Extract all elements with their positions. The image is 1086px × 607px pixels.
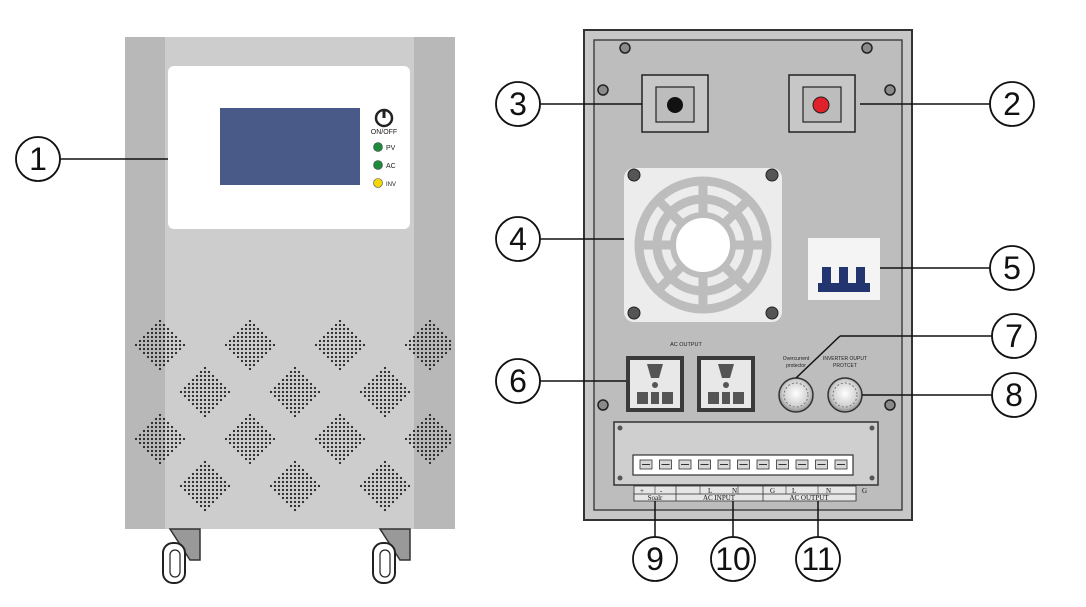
terminal-label-table: + - L N G L N G Soalr AC INPUT AC OUTPUT	[633, 485, 867, 502]
callout-1	[15, 136, 61, 182]
callout-number-6: 6	[509, 363, 527, 399]
left-caster-wheel	[162, 528, 201, 584]
power-button[interactable]	[374, 108, 394, 128]
overcurrent-label-2: protector	[786, 363, 806, 369]
ac-socket-left[interactable]	[626, 356, 684, 412]
led-label-ac: AC	[386, 163, 396, 170]
callout-number-8: 8	[1005, 377, 1023, 413]
overcurrent-label-1: Overcurrent	[783, 356, 810, 362]
cooling-fan	[624, 168, 782, 322]
led-inv	[373, 178, 383, 188]
callout-number-1: 1	[29, 141, 47, 177]
callout-2	[989, 81, 1035, 127]
callout-number-4: 4	[509, 221, 527, 257]
callout-number-10: 10	[715, 541, 751, 577]
led-label-inv: INV	[386, 182, 396, 188]
led-pv	[373, 142, 383, 152]
inverter-protect-label-2: PROTCET	[833, 363, 857, 369]
callout-9	[632, 536, 678, 582]
led-label-pv: PV	[386, 145, 396, 152]
callout-6	[495, 358, 541, 404]
panel-screws	[597, 42, 896, 411]
right-caster-wheel	[372, 528, 411, 584]
terminal-acout-g: G	[862, 487, 867, 495]
led-ac	[373, 160, 383, 170]
black-switch-button	[667, 97, 683, 113]
callout-number-9: 9	[646, 541, 664, 577]
terminal-pv-minus: -	[660, 487, 663, 495]
terminal-acout-n: N	[826, 487, 831, 495]
terminal-ac-input-label: AC INPUT	[703, 494, 736, 502]
callout-5	[989, 245, 1035, 291]
callout-number-5: 5	[1003, 250, 1021, 286]
front-cabinet: ON/OFF PV AC INV	[125, 37, 455, 584]
callout-lines	[60, 103, 992, 537]
callout-7	[991, 313, 1037, 359]
callout-3	[495, 81, 541, 127]
callout-number-3: 3	[509, 86, 527, 122]
power-label: ON/OFF	[371, 129, 397, 136]
terminal-acin-l: L	[708, 487, 712, 495]
ac-output-label: AC OUTPUT	[670, 342, 702, 348]
inverter-protect-label-1: INVERTER OUPUT	[823, 356, 867, 362]
terminal-acin-n: N	[732, 487, 737, 495]
rear-panel: AC OUTPUT Overcurrent protector INVERTER…	[583, 29, 913, 521]
terminal-acout-l: L	[792, 487, 796, 495]
callout-number-7: 7	[1005, 318, 1023, 354]
red-switch-button	[812, 96, 830, 114]
callout-number-11: 11	[801, 541, 834, 577]
callout-numbers: 1 2 3 4 5 6 7 8 9 10 11	[29, 86, 1023, 577]
terminal-screws	[639, 459, 848, 470]
terminal-ac-output-label: AC OUTPUT	[789, 494, 829, 502]
callout-number-2: 2	[1003, 86, 1021, 122]
fan-hub	[670, 212, 736, 278]
circuit-breaker[interactable]	[808, 238, 880, 300]
ac-socket-right[interactable]	[697, 356, 755, 412]
terminal-solar-label: Soalr	[648, 494, 663, 502]
ventilation-grille	[134, 319, 452, 512]
terminal-acin-g: G	[770, 487, 775, 495]
lcd-screen	[220, 108, 360, 185]
callout-4	[495, 216, 541, 262]
callout-markers	[15, 81, 1037, 582]
callout-10	[710, 536, 756, 582]
callout-11	[795, 536, 841, 582]
callout-8	[991, 372, 1037, 418]
terminal-pv-plus: +	[640, 487, 644, 495]
